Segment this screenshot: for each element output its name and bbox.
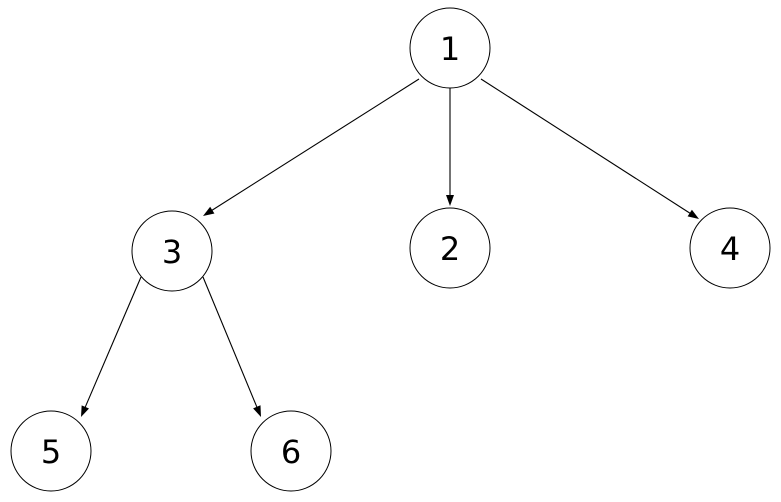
edge-1-to-4 <box>480 78 699 219</box>
node-2[interactable]: 2 <box>409 207 491 289</box>
node-2-label: 2 <box>440 230 460 268</box>
node-3-label: 3 <box>162 233 182 271</box>
edge-1-to-3 <box>203 78 420 216</box>
edge-3-to-5 <box>81 276 142 417</box>
edge-3-to-6-arrowhead-icon <box>253 405 261 417</box>
edge-3-to-5-arrowhead-icon <box>81 405 90 417</box>
node-1[interactable]: 1 <box>409 7 491 89</box>
edge-3-to-6 <box>202 276 261 417</box>
node-4-circle[interactable] <box>689 207 771 289</box>
node-4-label: 4 <box>720 230 740 268</box>
nodes-layer: 1 2 3 4 5 6 <box>10 7 771 492</box>
edge-1-to-3-line <box>207 78 420 214</box>
node-1-label: 1 <box>440 30 460 68</box>
edge-1-to-4-line <box>480 78 695 217</box>
edge-1-to-2-arrowhead-icon <box>446 195 454 206</box>
edge-3-to-5-line <box>82 276 142 412</box>
node-2-circle[interactable] <box>409 207 491 289</box>
edge-1-to-4-arrowhead-icon <box>687 209 699 219</box>
edge-3-to-6-line <box>202 276 260 412</box>
node-6[interactable]: 6 <box>250 410 332 492</box>
node-5[interactable]: 5 <box>10 410 92 492</box>
edge-1-to-3-arrowhead-icon <box>203 206 215 216</box>
edges-layer <box>81 78 699 417</box>
node-3-circle[interactable] <box>131 210 213 292</box>
node-6-label: 6 <box>281 433 301 471</box>
edge-1-to-2 <box>446 88 454 206</box>
node-4[interactable]: 4 <box>689 207 771 289</box>
node-5-label: 5 <box>41 433 61 471</box>
node-3[interactable]: 3 <box>131 210 213 292</box>
node-6-circle[interactable] <box>250 410 332 492</box>
node-5-circle[interactable] <box>10 410 92 492</box>
node-1-circle[interactable] <box>409 7 491 89</box>
